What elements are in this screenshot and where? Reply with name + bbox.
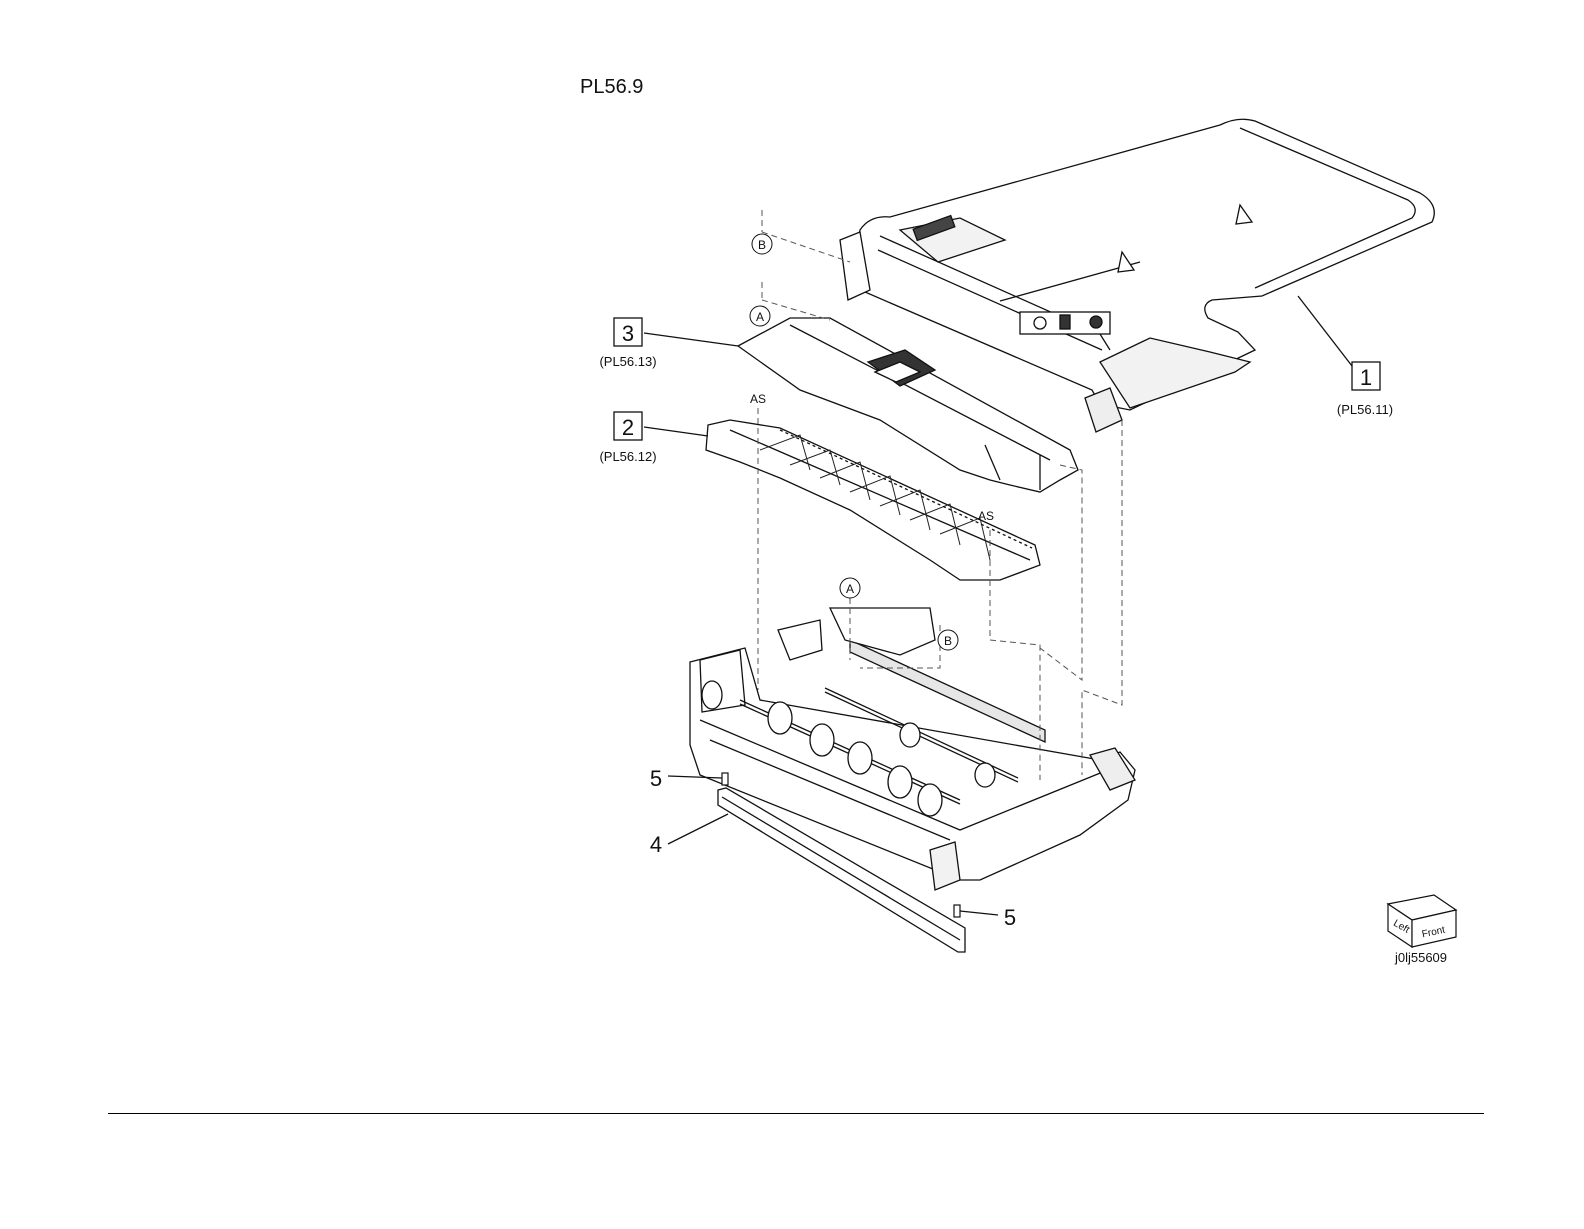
callout-part-2: 2 (PL56.12) — [599, 412, 656, 464]
marker-b-mid: B — [938, 630, 958, 650]
orientation-cube: Left Front — [1388, 895, 1456, 947]
callout-part-5-right: 5 — [1004, 905, 1016, 930]
marker-b-top: B — [752, 234, 772, 254]
feeder-frame — [690, 608, 1135, 890]
leader-line-part-3 — [644, 333, 738, 346]
leader-line-part-1 — [1298, 296, 1352, 366]
callout-part-1: 1 (PL56.11) — [1337, 362, 1393, 417]
marker-a-top: A — [750, 306, 770, 326]
leader-line-part-5-right — [960, 911, 998, 915]
callout-part-5-left: 5 — [650, 766, 662, 791]
svg-text:(PL56.12): (PL56.12) — [599, 449, 656, 464]
callout-part-3: 3 (PL56.13) — [599, 318, 656, 369]
svg-text:(PL56.11): (PL56.11) — [1337, 402, 1393, 417]
svg-text:(PL56.13): (PL56.13) — [599, 354, 656, 369]
svg-text:A: A — [756, 310, 764, 324]
screw-part-5-left — [722, 773, 728, 785]
leader-line-part-4 — [668, 814, 728, 844]
leader-line-part-2 — [644, 427, 708, 436]
screw-part-5-right — [954, 905, 960, 917]
svg-text:A: A — [846, 582, 854, 596]
svg-text:3: 3 — [622, 321, 634, 346]
as-marker-right: AS — [978, 509, 994, 523]
svg-text:B: B — [944, 634, 952, 648]
svg-text:B: B — [758, 238, 766, 252]
as-marker-left: AS — [750, 392, 766, 406]
callout-part-4: 4 — [650, 832, 662, 857]
svg-text:1: 1 — [1360, 365, 1372, 390]
figure-code: j0lj55609 — [1394, 950, 1447, 965]
svg-text:2: 2 — [622, 415, 634, 440]
footer-divider — [108, 1113, 1484, 1114]
marker-a-mid: A — [840, 578, 860, 598]
